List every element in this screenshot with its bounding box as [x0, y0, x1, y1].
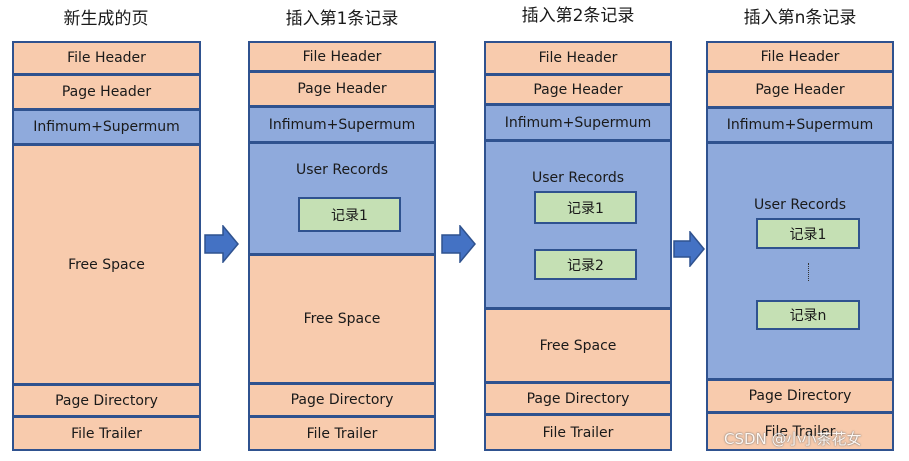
- page-insert-2: File Header Page Header Infimum+Supermum…: [484, 41, 672, 451]
- file-trailer: File Trailer: [12, 416, 201, 451]
- page-directory: Page Directory: [12, 384, 201, 417]
- file-trailer: File Trailer: [706, 412, 894, 451]
- page-insert-1: File Header Page Header Infimum+Supermum…: [248, 41, 436, 451]
- record-2: 记录2: [534, 249, 637, 280]
- title-insert-n: 插入第n条记录: [743, 8, 857, 28]
- page-header: Page Header: [706, 71, 894, 108]
- arrow-right-icon: [441, 225, 476, 263]
- infimum-supremum: Infimum+Supermum: [248, 106, 436, 143]
- file-header: File Header: [248, 41, 436, 72]
- infimum-supremum: Infimum+Supermum: [12, 109, 201, 145]
- infimum-supremum: Infimum+Supermum: [484, 104, 672, 141]
- user-records-label: User Records: [295, 162, 389, 178]
- page-header: Page Header: [12, 74, 201, 110]
- ellipsis-dots: [808, 263, 809, 281]
- infimum-supremum: Infimum+Supermum: [706, 107, 894, 143]
- arrow-right-icon: [673, 231, 705, 267]
- user-records: [706, 142, 894, 380]
- title-new-page: 新生成的页: [63, 9, 149, 29]
- page-directory: Page Directory: [484, 382, 672, 415]
- user-records: [484, 140, 672, 309]
- free-space: Free Space: [12, 144, 201, 385]
- free-space: Free Space: [484, 308, 672, 383]
- page-directory: Page Directory: [248, 383, 436, 417]
- title-insert-2: 插入第2条记录: [521, 6, 635, 26]
- page-header: Page Header: [484, 74, 672, 105]
- page-directory: Page Directory: [706, 379, 894, 413]
- arrow-right-icon: [204, 225, 239, 263]
- file-header: File Header: [12, 41, 201, 75]
- file-trailer: File Trailer: [248, 416, 436, 451]
- user-records-label: User Records: [753, 197, 847, 213]
- record-1: 记录1: [756, 218, 860, 249]
- record-1: 记录1: [534, 191, 637, 224]
- title-insert-1: 插入第1条记录: [285, 9, 399, 29]
- page-header: Page Header: [248, 71, 436, 107]
- user-records-label: User Records: [531, 170, 625, 186]
- file-header: File Header: [706, 41, 894, 72]
- file-trailer: File Trailer: [484, 414, 672, 451]
- file-header: File Header: [484, 41, 672, 75]
- free-space: Free Space: [248, 254, 436, 384]
- record-1: 记录1: [298, 197, 401, 232]
- watermark: CSDN @小小茶花女: [724, 430, 862, 448]
- record-n: 记录n: [756, 300, 860, 330]
- page-new: File Header Page Header Infimum+Supermum…: [12, 41, 201, 451]
- page-insert-n: File Header Page Header Infimum+Supermum…: [706, 41, 894, 451]
